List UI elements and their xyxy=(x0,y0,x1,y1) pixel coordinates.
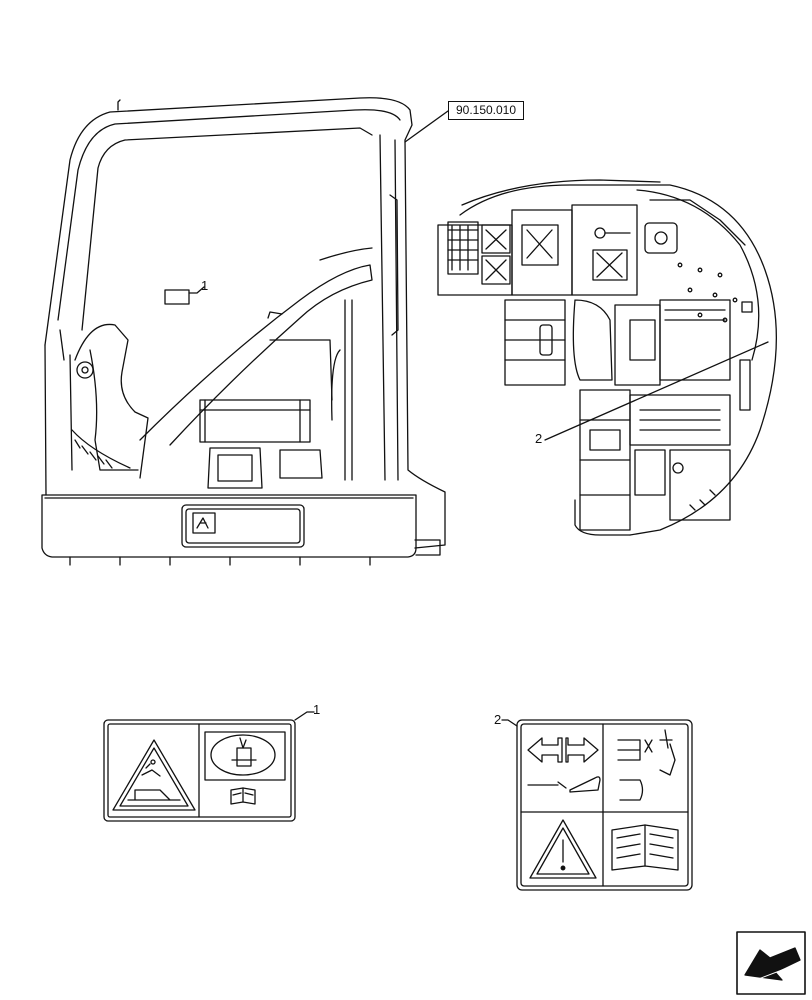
lever-lock-icon xyxy=(204,731,286,781)
crush-warning-icon xyxy=(112,739,196,811)
callout-label-2: 2 xyxy=(494,712,502,727)
decal-label-2 xyxy=(501,719,693,891)
cab-outline-icon xyxy=(41,97,449,566)
navigation-arrow-icon[interactable] xyxy=(736,931,806,995)
warning-triangle-icon xyxy=(529,819,597,879)
manual-book-icon xyxy=(611,824,679,871)
direction-arrows-icon xyxy=(527,737,599,763)
callout-decal-2: 2 xyxy=(535,431,543,446)
console-panel-icon xyxy=(437,179,778,536)
callout-label-1: 1 xyxy=(313,702,321,717)
reference-code-box[interactable]: 90.150.010 xyxy=(448,101,524,120)
callout-decal-1: 1 xyxy=(201,278,209,293)
hose-icon xyxy=(527,729,676,801)
manual-book-icon xyxy=(230,787,256,805)
decal-label-1 xyxy=(103,711,315,822)
